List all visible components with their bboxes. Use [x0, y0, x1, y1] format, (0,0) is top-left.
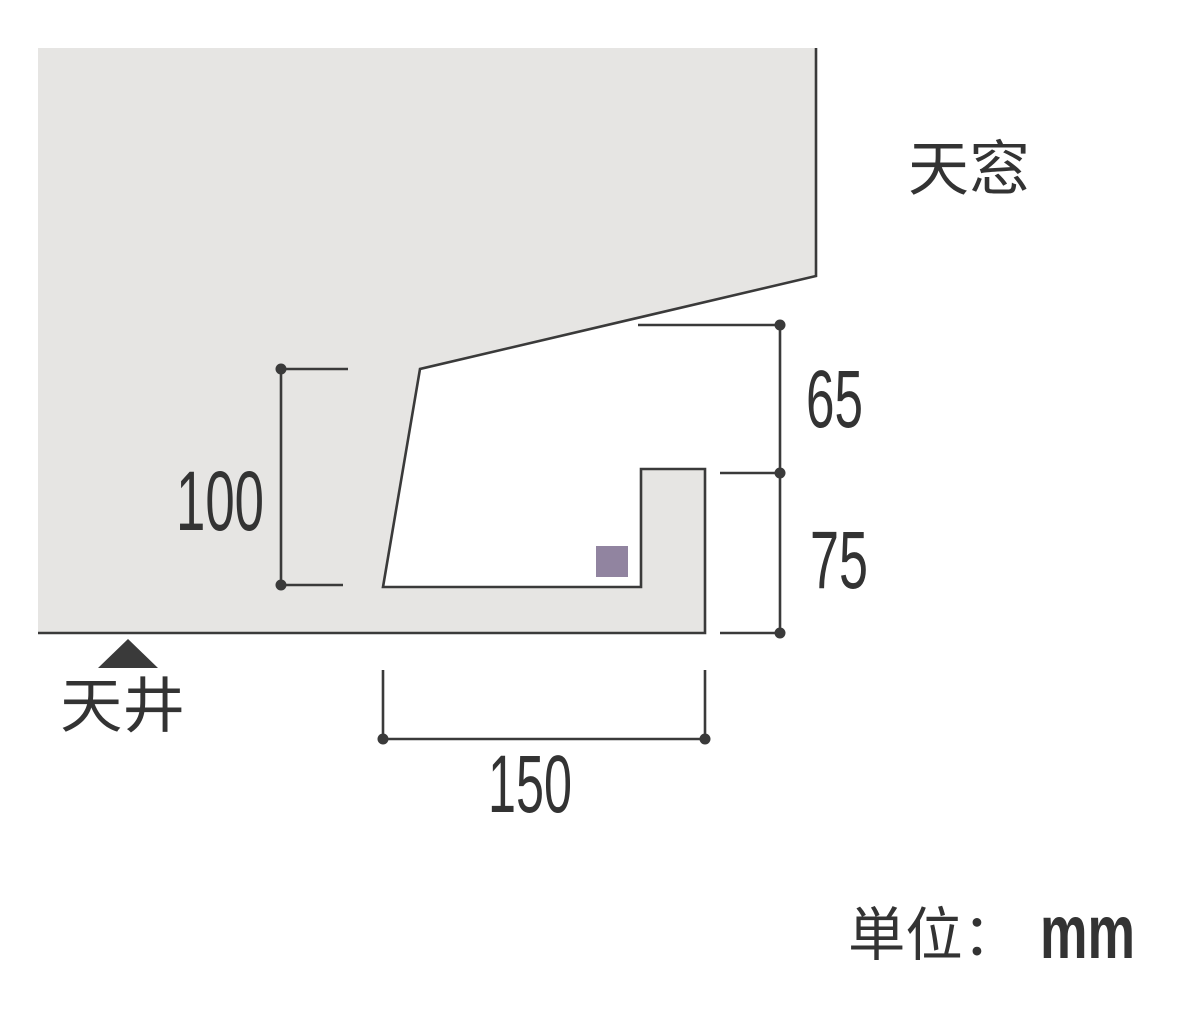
skylight-label: 天窓: [908, 135, 1030, 205]
section-outline: [38, 48, 818, 635]
unit-label: 単位：: [848, 901, 1020, 969]
dimension-dot-bottom: [774, 627, 786, 639]
dimension-dot-bottom: [275, 579, 287, 591]
dimension-dot-right: [699, 733, 711, 745]
dimension-bottom: 150: [377, 670, 711, 830]
ceiling-label: 天井: [60, 672, 185, 742]
dimension-label-left: 100: [176, 454, 264, 548]
dimension-left: 100: [176, 363, 348, 591]
dimension-dot-left: [377, 733, 389, 745]
dimension-label-right-lower: 75: [810, 515, 868, 606]
dimension-label-bottom: 150: [488, 739, 572, 830]
triangle-up-icon: [98, 639, 158, 668]
dimension-label-right-upper: 65: [806, 354, 863, 445]
dimension-dot-top: [774, 319, 786, 331]
marker-square: [596, 546, 628, 577]
unit-value: mm: [1040, 890, 1135, 975]
section-fill: [38, 48, 816, 633]
dimension-dot-top: [275, 363, 287, 375]
dimension-dot-middle: [774, 467, 786, 479]
unit-note: 単位： mm: [848, 890, 1135, 975]
dimension-right: 65 75: [638, 319, 868, 639]
